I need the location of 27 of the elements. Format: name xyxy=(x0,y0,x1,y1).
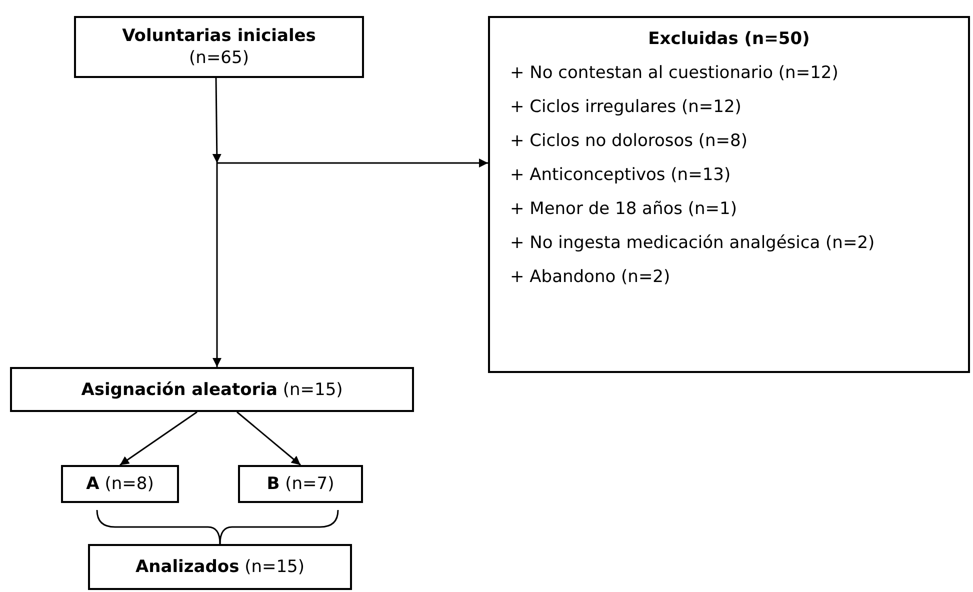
box-text: Analizados (n=15) xyxy=(135,556,305,578)
box-text: + Anticonceptivos (n=13) xyxy=(510,164,731,186)
box-text: + No contestan al cuestionario (n=12) xyxy=(510,62,838,84)
box-text: B (n=7) xyxy=(266,473,334,495)
process-box xyxy=(61,465,179,503)
box-text: + Abandono (n=2) xyxy=(510,266,670,288)
box-text: + Menor de 18 años (n=1) xyxy=(510,198,737,220)
box-heading: Voluntarias iniciales xyxy=(122,25,316,47)
box-text: + No ingesta medicación analgésica (n=2) xyxy=(510,232,875,254)
process-box xyxy=(488,16,970,373)
arrow xyxy=(217,158,488,168)
box-heading: Excluidas (n=50) xyxy=(648,28,810,50)
brace-connector xyxy=(219,510,339,544)
process-box xyxy=(10,367,414,412)
process-box xyxy=(74,16,364,78)
box-text: A (n=8) xyxy=(86,473,154,495)
box-text: + Ciclos no dolorosos (n=8) xyxy=(510,130,748,152)
box-text: (n=65) xyxy=(189,47,249,69)
arrow xyxy=(120,411,198,466)
arrow xyxy=(212,163,222,367)
process-box xyxy=(88,544,352,590)
box-text: Asignación aleatoria (n=15) xyxy=(81,378,343,400)
process-box xyxy=(238,465,363,503)
brace-connector xyxy=(96,510,221,544)
box-text: + Ciclos irregulares (n=12) xyxy=(510,96,742,118)
arrow xyxy=(212,78,222,164)
arrow xyxy=(236,411,301,466)
